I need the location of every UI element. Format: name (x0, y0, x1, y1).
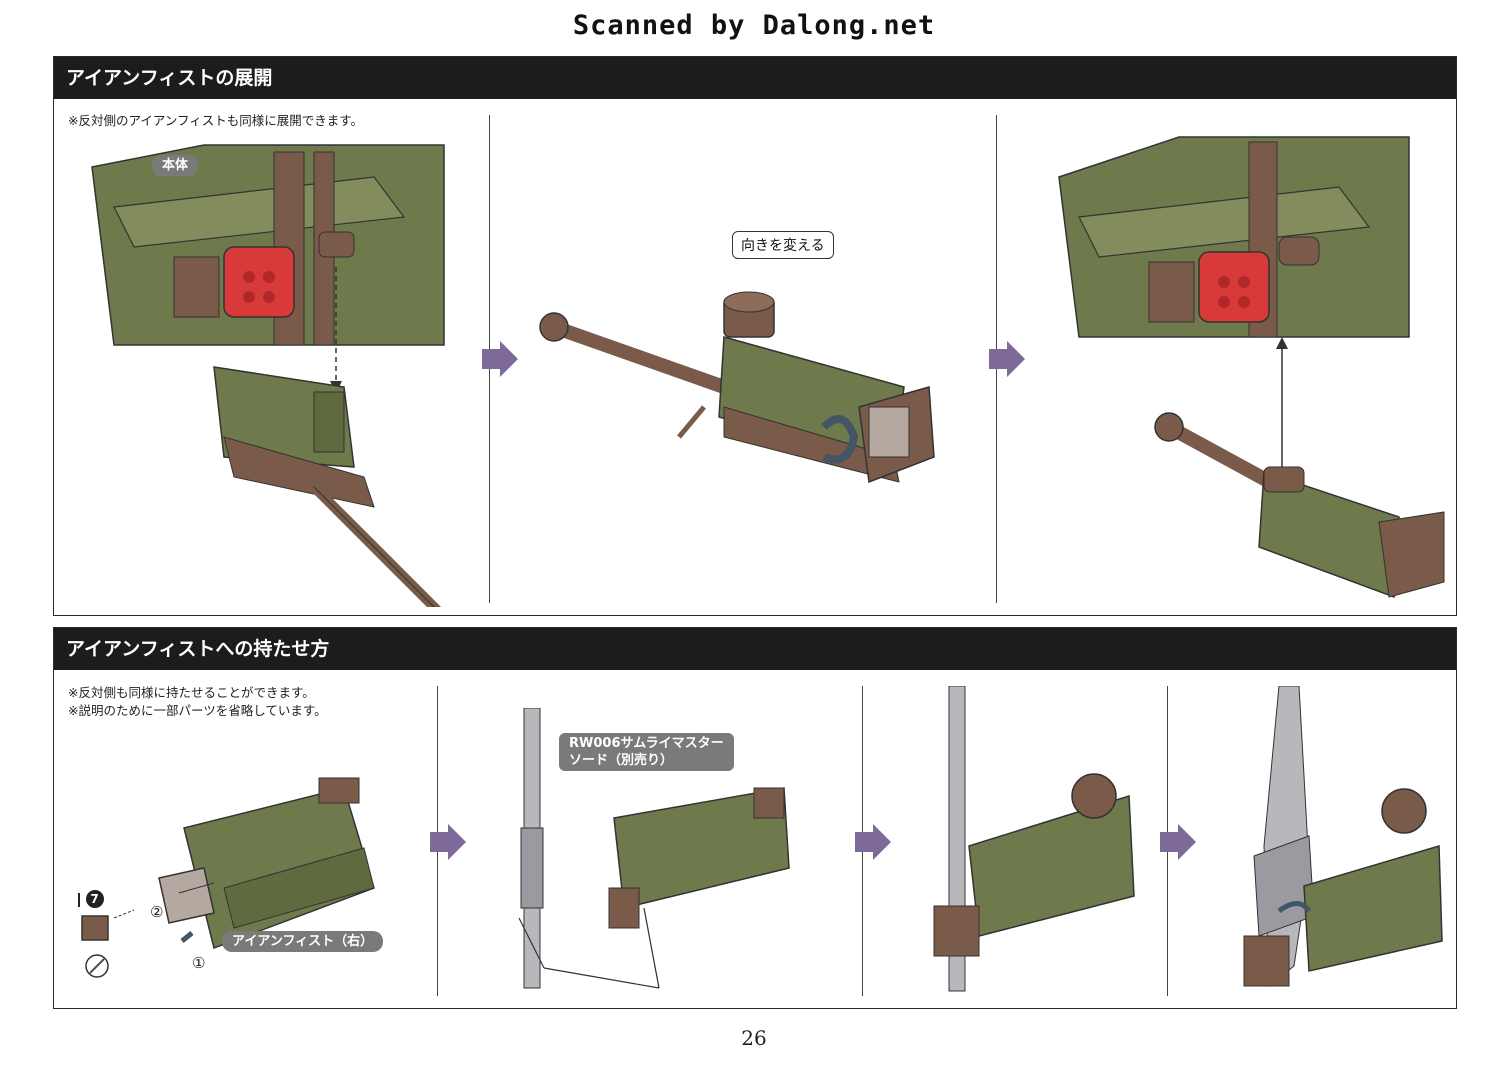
step-1-label: ① (192, 954, 206, 972)
grip-step-4-illustration (1184, 686, 1449, 1002)
step-arrow-icon (853, 824, 893, 860)
deploy-step-3-illustration (1049, 127, 1449, 607)
deploy-step-2-illustration: 向きを変える (524, 137, 984, 607)
sword-callout-line: ソード（別売り） (569, 753, 674, 768)
part-number-badge: 7 (78, 890, 104, 908)
grip-note: ※説明のために一部パーツを省略しています。 (68, 703, 327, 718)
step-arrow-icon (480, 341, 520, 377)
grip-section-title: アイアンフィストへの持たせ方 (54, 628, 1456, 670)
rotate-callout: 向きを変える (732, 231, 834, 259)
sword-callout: RW006サムライマスター ソード（別売り） (559, 733, 734, 771)
grip-step-1-illustration: 7 ② ① アイアンフィスト（右） (74, 768, 424, 998)
grip-note: ※反対側も同様に持たせることができます。 (68, 685, 315, 700)
grip-step-2-illustration: RW006サムライマスター ソード（別売り） (454, 708, 854, 1003)
scan-credit: Scanned by Dalong.net (572, 10, 936, 41)
step-arrow-icon (1158, 824, 1198, 860)
step-2-label: ② (150, 903, 164, 921)
grip-section: アイアンフィストへの持たせ方 ※反対側も同様に持たせることができます。 ※説明の… (53, 627, 1457, 1009)
step-arrow-icon (987, 341, 1027, 377)
deploy-note: ※反対側のアイアンフィストも同様に展開できます。 (68, 113, 363, 128)
deploy-section: アイアンフィストの展開 ※反対側のアイアンフィストも同様に展開できます。 (53, 56, 1457, 616)
page-number: 26 (741, 1026, 767, 1050)
iron-fist-right-callout: アイアンフィスト（右） (222, 931, 384, 952)
step-arrow-icon (428, 824, 468, 860)
body-callout: 本体 (152, 155, 199, 176)
grip-step-3-illustration (879, 686, 1159, 1002)
sword-callout-line: RW006サムライマスター (569, 736, 724, 751)
deploy-step-1-illustration: 本体 (74, 137, 474, 607)
deploy-section-title: アイアンフィストの展開 (54, 57, 1456, 99)
